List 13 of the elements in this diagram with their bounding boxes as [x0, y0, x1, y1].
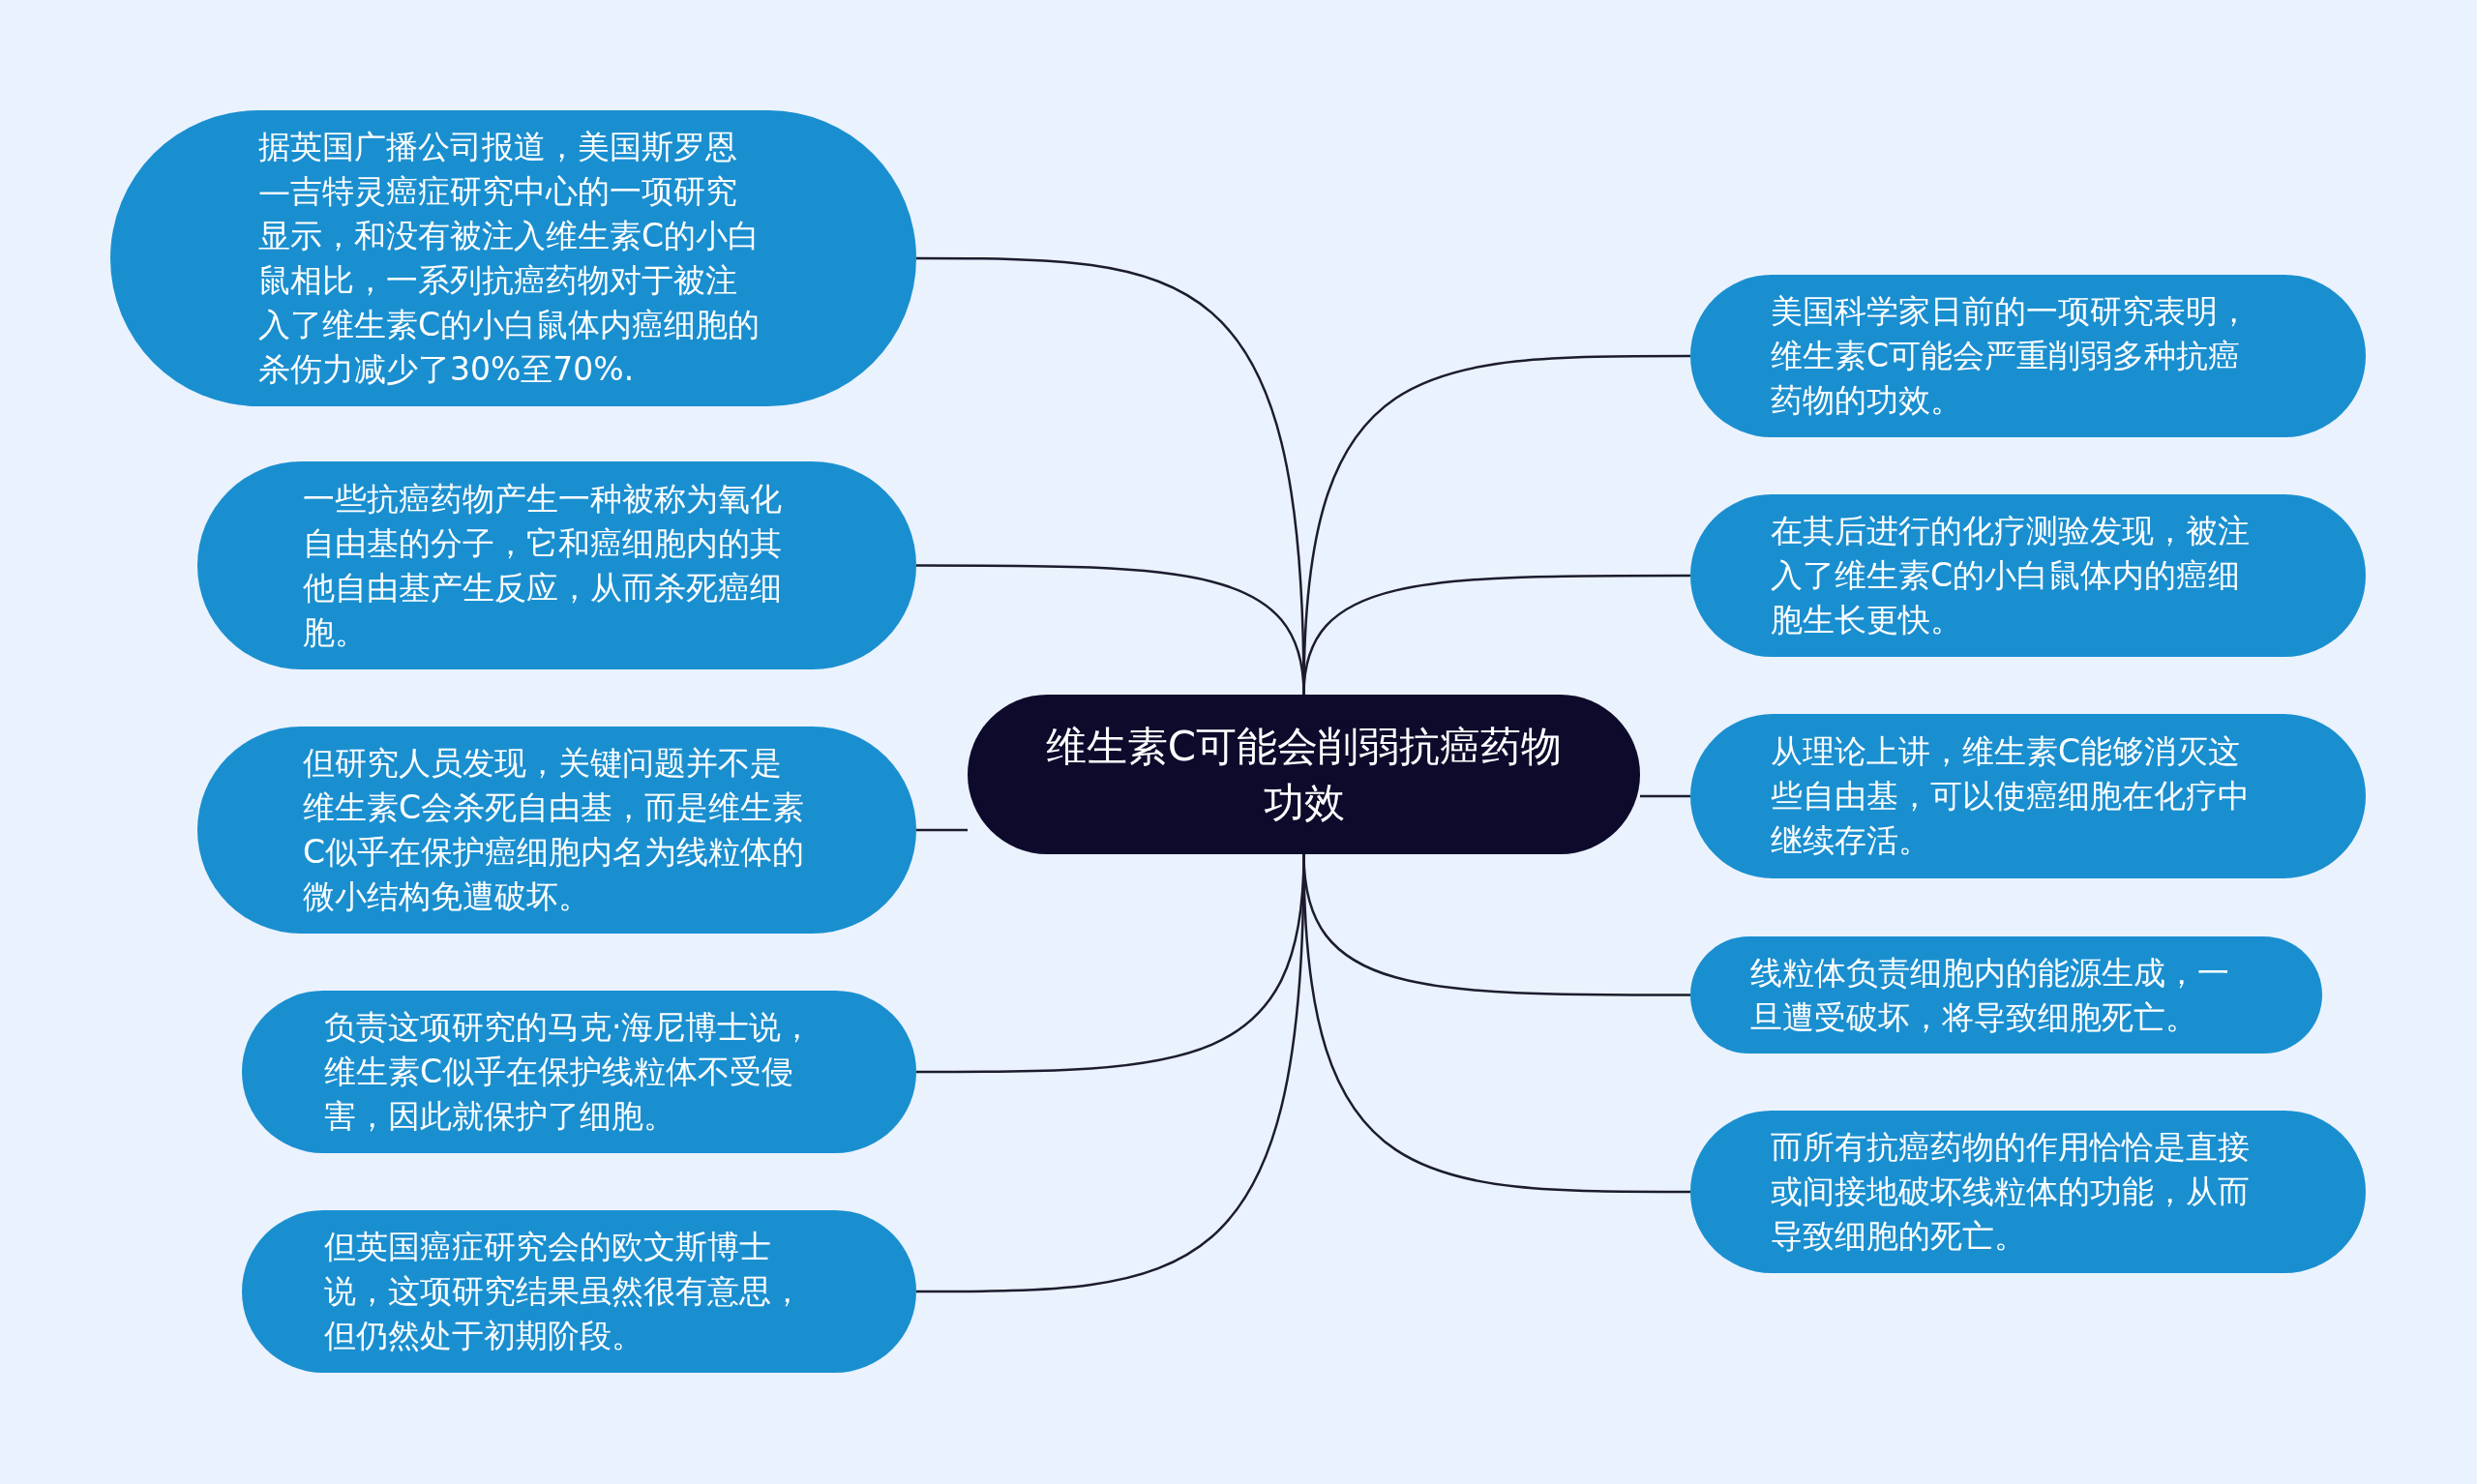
topic-box: 但英国癌症研究会的欧文斯博士说，这项研究结果虽然很有意思，但仍然处于初期阶段。	[242, 1210, 916, 1373]
topic-box: 美国科学家日前的一项研究表明，维生素C可能会严重削弱多种抗癌药物的功效。	[1690, 275, 2366, 437]
topic-box: 从理论上讲，维生素C能够消灭这些自由基，可以使癌细胞在化疗中继续存活。	[1690, 714, 2366, 878]
connector-line	[916, 828, 968, 832]
topic-box: 线粒体负责细胞内的能源生成，一旦遭受破坏，将导致细胞死亡。	[1690, 936, 2322, 1054]
topic-box: 一些抗癌药物产生一种被称为氧化自由基的分子，它和癌细胞内的其他自由基产生反应，从而杀死癌细胞。	[197, 461, 916, 669]
topic-box: 在其后进行的化疗测验发现，被注入了维生素C的小白鼠体内的癌细胞生长更快。	[1690, 494, 2366, 657]
topic-box: 但研究人员发现，关键问题并不是维生素C会杀死自由基，而是维生素C似乎在保护癌细胞内名为线粒体的微小结构免遭破坏。	[197, 727, 916, 934]
central-topic-box: 维生素C可能会削弱抗癌药物功效	[968, 695, 1640, 854]
topic-box: 据英国广播公司报道，美国斯罗恩—吉特灵癌症研究中心的一项研究显示，和没有被注入维生素C的小白鼠相比，一系列抗癌药物对于被注入了维生素C的小白鼠体内癌细胞的杀伤力减少了30%至70%.	[110, 110, 916, 406]
connector-line	[1640, 794, 1690, 798]
topic-box: 负责这项研究的马克·海尼博士说，维生素C似乎在保护线粒体不受侵害，因此就保护了细胞。	[242, 991, 916, 1153]
topic-box: 而所有抗癌药物的作用恰恰是直接或间接地破坏线粒体的功能，从而导致细胞的死亡。	[1690, 1111, 2366, 1273]
